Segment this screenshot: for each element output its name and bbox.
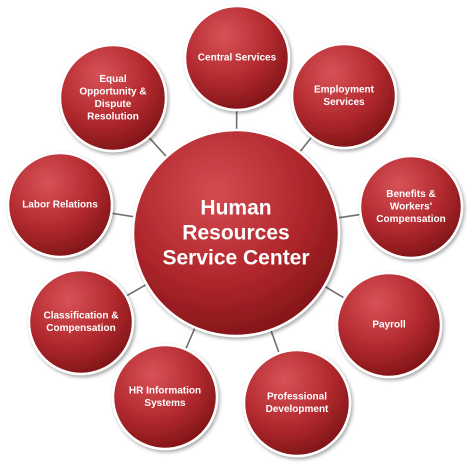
equal-opportunity-dispute-resolution-label-line: Equal	[99, 74, 126, 85]
central-services-circle	[183, 4, 291, 112]
professional-development-connector	[269, 327, 281, 356]
payroll-label-line: Payroll	[372, 320, 406, 331]
equal-opportunity-dispute-resolution-label-line: Resolution	[87, 111, 139, 122]
hr-information-systems-connector	[184, 325, 197, 352]
employment-services-label-line: Services	[323, 97, 365, 108]
labor-relations-node[interactable]: Labor Relations	[6, 151, 114, 259]
connectors-layer	[109, 107, 363, 356]
professional-development-circle	[242, 348, 352, 458]
payroll-circle	[335, 271, 443, 379]
labor-relations-connector	[109, 212, 137, 218]
benefits-workers-compensation-connector	[335, 213, 363, 219]
hr-information-systems-label-line: HR Information	[129, 385, 201, 396]
central-services-node[interactable]: Central Services	[183, 4, 291, 112]
benefits-workers-compensation-label-line: Workers'	[390, 202, 432, 213]
equal-opportunity-dispute-resolution-connector	[146, 135, 169, 159]
employment-services-circle	[290, 42, 398, 150]
professional-development-label-line: Professional	[267, 391, 327, 402]
benefits-workers-compensation-circle	[358, 154, 464, 260]
central-services-label-line: Central Services	[198, 53, 277, 64]
center-circle	[131, 128, 341, 338]
classification-compensation-label-line: Classification &	[43, 310, 118, 321]
benefits-workers-compensation-label-line: Benefits &	[386, 189, 435, 200]
hr-information-systems-circle	[111, 343, 219, 451]
classification-compensation-connector	[123, 282, 149, 298]
center-title-line: Human	[200, 197, 271, 220]
labor-relations-label-line: Labor Relations	[22, 200, 98, 211]
benefits-workers-compensation-label-line: Compensation	[376, 214, 445, 225]
classification-compensation-node[interactable]: Classification & Compensation	[27, 268, 135, 376]
employment-services-connector	[297, 134, 314, 155]
classification-compensation-label-line: Compensation	[46, 323, 115, 334]
equal-opportunity-dispute-resolution-label-line: Dispute	[95, 99, 132, 110]
benefits-workers-compensation-node[interactable]: Benefits & Workers'Compensation	[358, 154, 464, 260]
equal-opportunity-dispute-resolution-label-line: Opportunity &	[79, 86, 146, 97]
center-title-line: Service Center	[162, 247, 309, 270]
payroll-node[interactable]: Payroll	[335, 271, 443, 379]
nodes-layer: Central ServicesEmploymentServicesBenefi…	[6, 4, 464, 458]
classification-compensation-circle	[27, 268, 135, 376]
employment-services-label-line: Employment	[314, 84, 375, 95]
labor-relations-circle	[6, 151, 114, 259]
hr-information-systems-label-line: Systems	[144, 398, 186, 409]
equal-opportunity-dispute-resolution-circle	[58, 43, 168, 153]
payroll-connector	[322, 284, 347, 300]
professional-development-label-line: Development	[266, 404, 329, 415]
center-title-line: Resources	[182, 222, 289, 245]
